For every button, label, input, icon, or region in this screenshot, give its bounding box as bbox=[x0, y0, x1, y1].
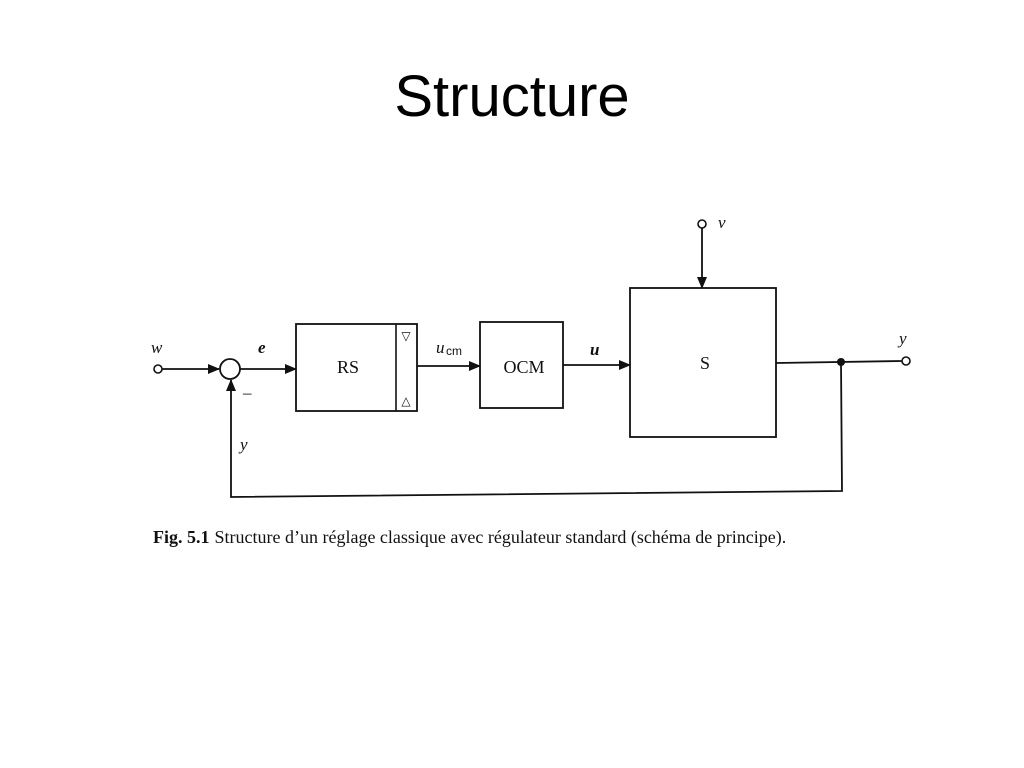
limiter-upper-symbol: ▽ bbox=[401, 329, 411, 343]
controller-output-subscript: cm bbox=[446, 344, 462, 358]
output-terminal bbox=[901, 356, 911, 366]
regulator-label: RS bbox=[337, 357, 359, 377]
feedback-signal-label: y bbox=[238, 435, 248, 454]
reference-signal-label: w bbox=[151, 338, 163, 357]
slide-title: Structure bbox=[394, 64, 630, 129]
figure-number: Fig. 5.1 bbox=[153, 527, 210, 547]
actuator-output-label: u bbox=[590, 340, 599, 359]
output-signal-label: y bbox=[897, 329, 907, 348]
actuator-label: OCM bbox=[503, 357, 544, 377]
reference-input-terminal bbox=[153, 364, 163, 374]
error-signal-label: e bbox=[258, 338, 266, 357]
regulator-block bbox=[295, 323, 418, 412]
disturbance-terminal bbox=[697, 219, 707, 229]
disturbance-label: v bbox=[718, 213, 726, 232]
actuator-block bbox=[479, 321, 564, 409]
feedback-path bbox=[226, 361, 843, 498]
controller-output-label: u bbox=[436, 338, 445, 357]
minus-sign-label: – bbox=[242, 383, 252, 402]
system-label: S bbox=[700, 353, 710, 373]
limiter-lower-symbol: △ bbox=[401, 394, 411, 408]
summing-junction bbox=[219, 358, 241, 380]
caption-text: Structure d’un réglage classique avec ré… bbox=[214, 527, 787, 547]
